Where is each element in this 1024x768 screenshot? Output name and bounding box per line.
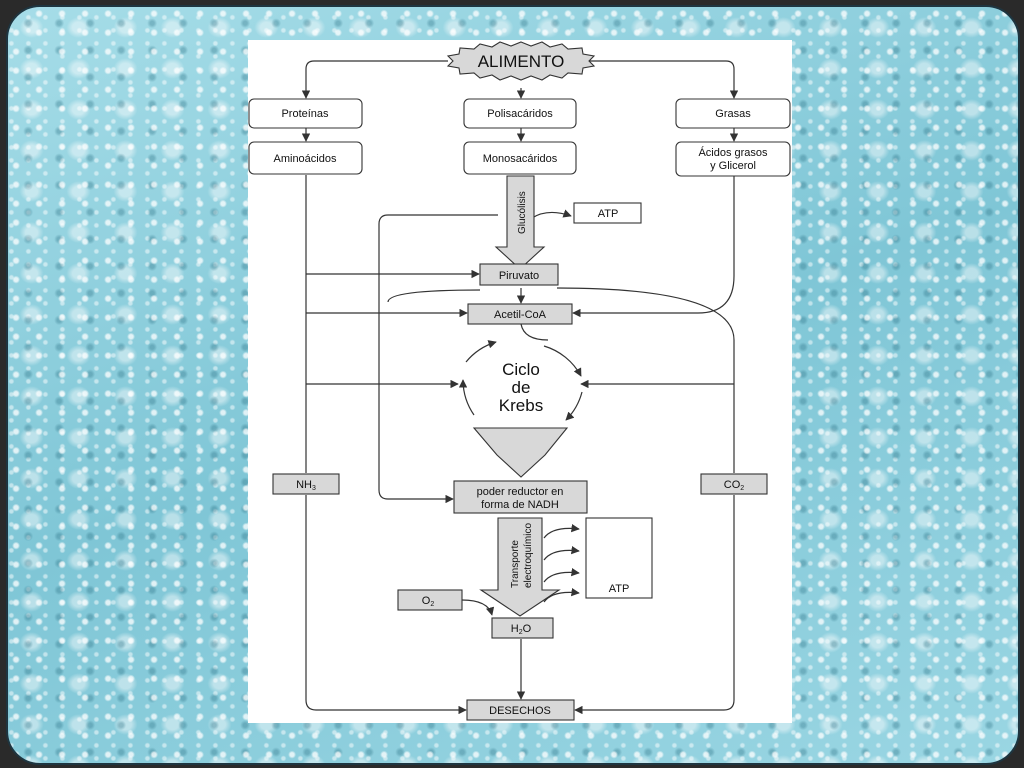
krebs-arc-left xyxy=(458,379,475,416)
fatty-acids-label-1: Ácidos grasos xyxy=(698,146,768,159)
krebs-arc-top-left xyxy=(465,340,497,363)
h2o-label: H2O xyxy=(511,623,532,636)
fatty-to-acetyl-arrow xyxy=(572,176,735,318)
food-label: ALIMENTO xyxy=(478,52,565,71)
atp-label-2: ATP xyxy=(609,583,630,595)
krebs-output-arrow xyxy=(472,427,569,478)
acetyl-coa-label: Acetil-CoA xyxy=(494,309,547,321)
acetyl-to-krebs-line xyxy=(520,323,549,341)
waste-label: DESECHOS xyxy=(489,705,551,717)
fatty-acids-box: Ácidos grasos y Glicerol xyxy=(675,141,791,177)
food-starburst: ALIMENTO xyxy=(446,41,596,81)
krebs-label-2: de xyxy=(512,378,531,397)
krebs-cycle: Ciclo de Krebs xyxy=(458,340,583,437)
h2o-box: H2O xyxy=(491,617,554,639)
transport-label-2: electroquímico xyxy=(523,523,534,588)
co2-to-waste-arrow xyxy=(574,495,735,715)
nh3-subscript: 3 xyxy=(312,485,316,492)
nh3-box: NH3 xyxy=(272,473,340,495)
glycolysis-label: Glucólisis xyxy=(517,191,528,234)
atp-box-2: ATP xyxy=(585,517,653,599)
krebs-arc-top-right xyxy=(543,345,582,377)
polysaccharides-label: Polisacáridos xyxy=(487,108,553,120)
food-to-proteins-arrow xyxy=(301,60,448,99)
atp-curve-3 xyxy=(543,567,580,583)
co2-box: CO2 xyxy=(700,473,768,495)
o2-to-h2o-arrow xyxy=(461,599,495,616)
proteins-label: Proteínas xyxy=(281,108,329,120)
atp-box-1: ATP xyxy=(573,202,642,224)
polysaccharides-box: Polisacáridos xyxy=(463,98,577,129)
metabolism-diagram-svg: ALIMENTO Proteínas Polisacáridos Grasas … xyxy=(248,41,791,721)
h2o-h: H xyxy=(511,623,519,635)
nh3-base: NH xyxy=(296,479,312,491)
nadh-label-1: poder reductor en xyxy=(477,486,564,498)
amino-acids-label: Aminoácidos xyxy=(274,153,337,165)
glycolysis-arrow: Glucólisis xyxy=(494,175,546,270)
o2-box: O2 xyxy=(397,589,463,611)
nadh-box: poder reductor en forma de NADH xyxy=(453,480,588,514)
fats-label: Grasas xyxy=(715,108,751,120)
connector-lines xyxy=(301,60,739,715)
acetyl-coa-box: Acetil-CoA xyxy=(467,303,573,325)
nh3-label: NH3 xyxy=(296,479,316,492)
monosaccharides-label: Monosacáridos xyxy=(483,153,558,165)
o2-label: O2 xyxy=(422,595,435,608)
nadh-label-2: forma de NADH xyxy=(481,499,559,511)
atp-curve-1 xyxy=(543,523,580,539)
krebs-label-3: Krebs xyxy=(499,396,543,415)
glycolysis-atp-curve xyxy=(531,209,572,219)
co2-label: CO2 xyxy=(724,479,745,492)
atp-label-1: ATP xyxy=(598,208,619,220)
atp-output-arrows xyxy=(543,523,580,603)
monosaccharides-box: Monosacáridos xyxy=(463,141,577,175)
nh3-to-waste-arrow xyxy=(305,495,467,715)
h2o-subscript: 2 xyxy=(519,629,523,636)
co2-path-line xyxy=(556,287,735,473)
pyruvate-to-co2-line xyxy=(387,289,481,303)
transport-label-1: Transporte xyxy=(510,540,521,588)
fats-box: Grasas xyxy=(675,98,791,129)
glycolysis-to-nadh-arrow xyxy=(378,214,498,504)
fatty-acids-label-2: y Glicerol xyxy=(710,160,756,172)
atp-curve-2 xyxy=(543,545,580,561)
krebs-arc-right xyxy=(565,391,583,421)
pyruvate-label: Piruvato xyxy=(499,270,539,282)
slide-background: ALIMENTO Proteínas Polisacáridos Grasas … xyxy=(6,5,1020,765)
metabolism-diagram: ALIMENTO Proteínas Polisacáridos Grasas … xyxy=(248,40,792,723)
co2-subscript: 2 xyxy=(740,485,744,492)
h2o-o: O xyxy=(523,623,532,635)
pyruvate-box: Piruvato xyxy=(479,263,559,286)
waste-box: DESECHOS xyxy=(466,699,575,721)
krebs-label-1: Ciclo xyxy=(502,360,540,379)
amino-acids-box: Aminoácidos xyxy=(248,141,363,175)
food-to-fats-arrow xyxy=(582,60,739,99)
transport-arrow: Transporte electroquímico xyxy=(479,517,561,617)
proteins-box: Proteínas xyxy=(248,98,363,129)
atp-curve-4 xyxy=(543,587,580,603)
o2-subscript: 2 xyxy=(430,601,434,608)
o2-base: O xyxy=(422,595,431,607)
co2-base: CO xyxy=(724,479,741,491)
